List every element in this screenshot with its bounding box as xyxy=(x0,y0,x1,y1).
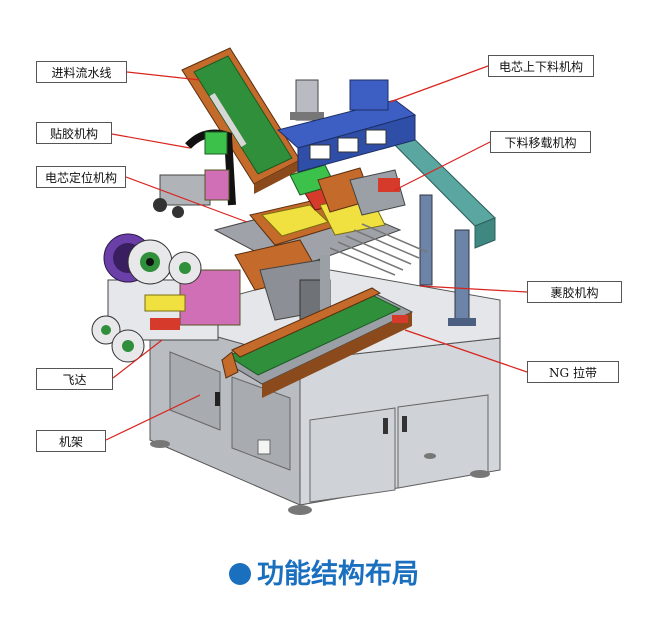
callout-cell-positioning: 电芯定位机构 xyxy=(36,166,126,188)
callout-taping-mechanism: 贴胶机构 xyxy=(36,122,112,144)
figure-caption: 功能结构布局 xyxy=(0,552,648,591)
cell-loader-blue xyxy=(276,79,417,216)
feed-conveyor-belt xyxy=(181,47,301,194)
leader-lines xyxy=(105,65,528,441)
caption-text: 功能结构布局 xyxy=(257,559,419,590)
bullet-dot-icon xyxy=(229,563,251,585)
reel-unwinders xyxy=(91,233,241,363)
ng-reject-belt xyxy=(220,287,414,398)
callout-wrapping-mechanism: 裹胶机构 xyxy=(527,281,622,303)
callout-unload-transfer: 下料移载机构 xyxy=(490,131,591,153)
callout-feed-conveyor: 进料流水线 xyxy=(36,61,127,83)
callout-flying-reach: 飞达 xyxy=(36,368,113,390)
callout-ng-belt: NG 拉带 xyxy=(527,361,619,383)
callout-cell-load-unload: 电芯上下料机构 xyxy=(488,55,594,77)
callout-frame: 机架 xyxy=(36,430,106,452)
unload-gantry xyxy=(379,124,496,326)
central-mechanisms xyxy=(213,164,428,325)
taping-assembly xyxy=(153,129,236,218)
